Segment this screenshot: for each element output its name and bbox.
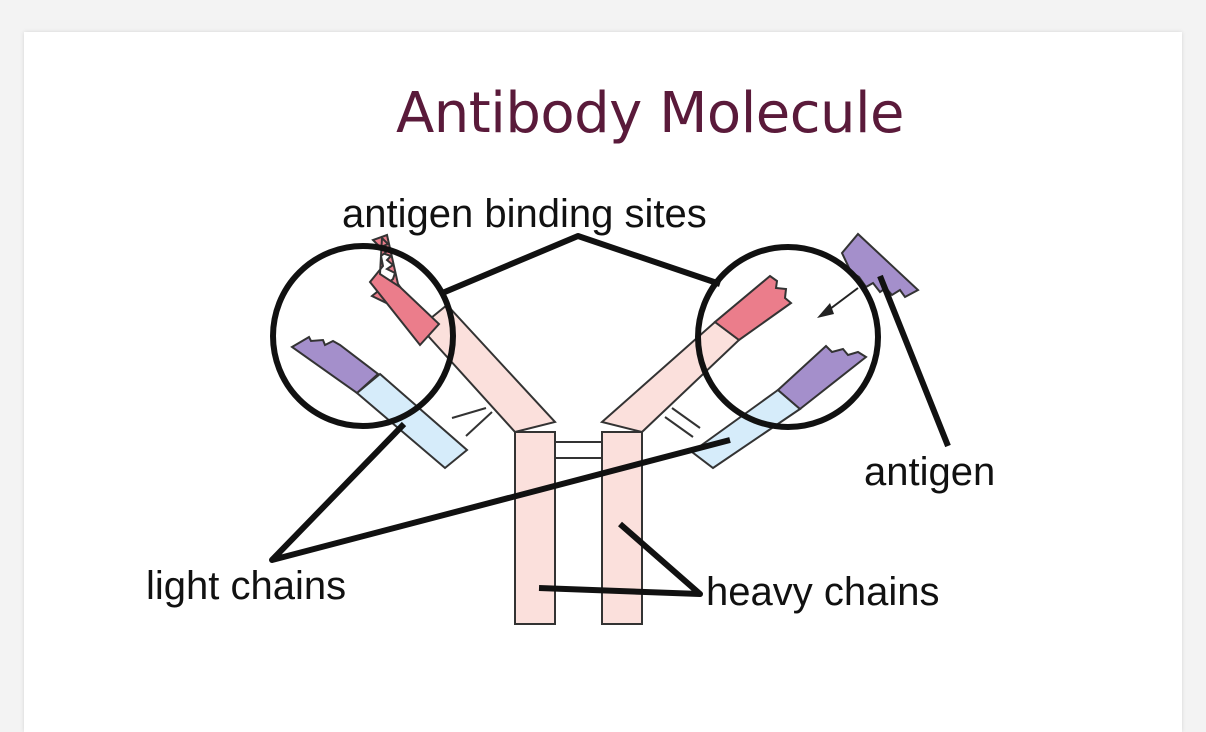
leader-light-chains <box>269 421 731 563</box>
binding-site-circle-left <box>270 243 456 429</box>
interchain-bond <box>664 416 694 438</box>
heavy-chain-right-variable <box>713 274 793 342</box>
leader-heavy-chains <box>538 521 703 597</box>
heavy-chain-right-arm <box>599 320 741 434</box>
heavy-chain-left-stem <box>514 431 556 625</box>
light-chain-left-variable <box>290 335 380 395</box>
leader-binding-sites <box>438 233 721 297</box>
label-antigen: antigen <box>864 450 996 494</box>
interchain-bond <box>451 407 487 419</box>
interchain-bond <box>671 407 701 429</box>
binding-site-circle-right <box>695 244 881 430</box>
arrowhead-icon <box>817 303 834 318</box>
light-chain-right-variable <box>776 344 868 411</box>
diagram-title: Antibody Molecule <box>396 81 905 146</box>
leader-antigen <box>877 274 951 448</box>
interchain-bond <box>465 411 493 437</box>
antigen-shape <box>840 232 920 299</box>
label-light-chains: light chains <box>146 564 347 608</box>
heavy-chain-left-variable <box>368 235 441 347</box>
label-antigen-binding-sites: antigen binding sites <box>342 192 707 236</box>
label-heavy-chains: heavy chains <box>706 570 940 614</box>
